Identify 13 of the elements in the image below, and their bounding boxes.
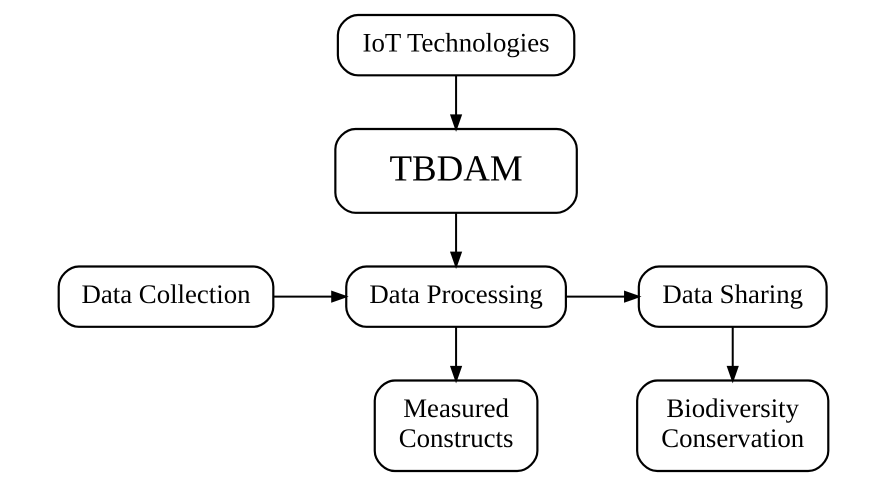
node-box: Biodiversity Conservation: [636, 379, 829, 472]
node-box: TBDAM: [334, 128, 578, 214]
node-box: Measured Constructs: [373, 379, 538, 472]
node-box: Data Processing: [344, 265, 566, 328]
arrow: [273, 290, 348, 303]
arrow: [449, 76, 462, 132]
node-box: Data Sharing: [637, 265, 828, 328]
arrow: [726, 326, 738, 384]
node-box: IoT Technologies: [336, 14, 575, 76]
node-box: Data Collection: [57, 265, 274, 328]
arrow: [566, 290, 641, 303]
arrow: [449, 213, 462, 270]
arrow: [449, 326, 462, 384]
